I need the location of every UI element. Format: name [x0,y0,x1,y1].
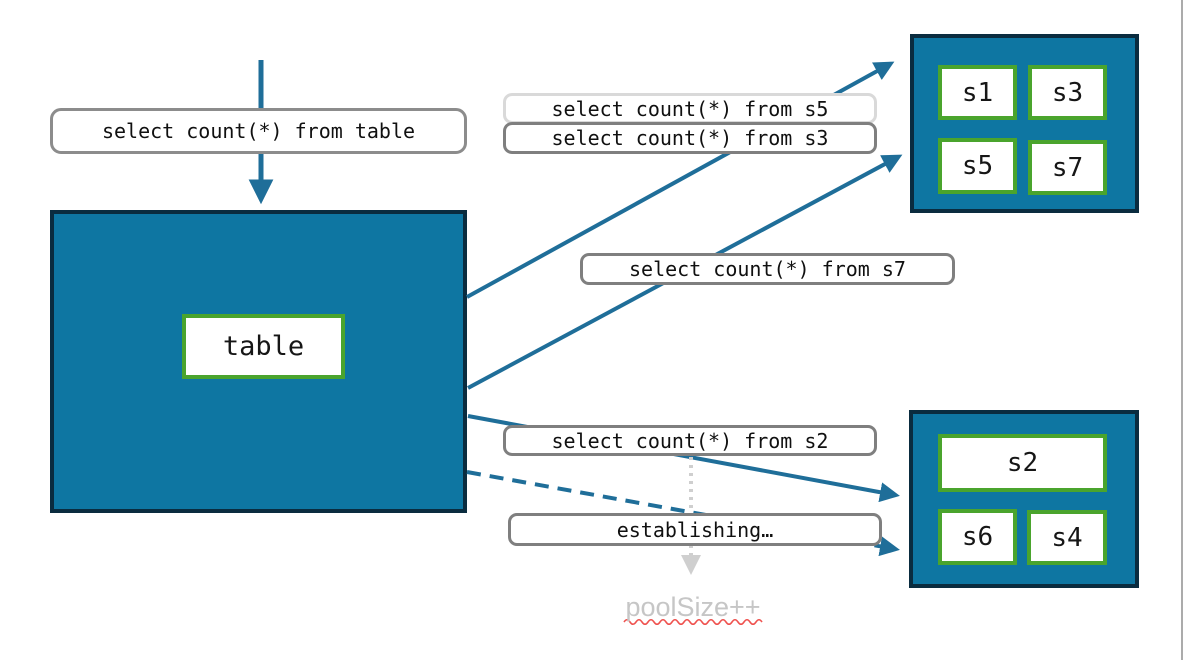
establishing-label-text: establishing… [616,517,774,542]
poolsize-annotation: poolSize++ [618,593,768,621]
query-label-s5: select count(*) from s5 [503,93,877,124]
slide-right-edge [1181,0,1183,660]
shard-s3: s3 [1028,65,1107,120]
connection-pool-top: s1 s3 s5 s7 [910,34,1139,213]
shard-s4: s4 [1027,510,1107,565]
shard-s7: s7 [1028,140,1107,195]
shard-s7-label: s7 [1051,152,1084,183]
shard-s5-label: s5 [961,151,994,181]
shard-s2-label: s2 [1006,448,1039,478]
connection-pool-bottom: s2 s6 s4 [909,410,1139,588]
query-label-s7-text: select count(*) from s7 [629,257,906,281]
query-label-s5-text: select count(*) from s5 [551,96,829,121]
query-label-s3-text: select count(*) from s3 [551,126,829,150]
shard-s6: s6 [938,509,1017,565]
shard-s3-label: s3 [1051,77,1084,108]
query-label-s7: select count(*) from s7 [580,253,955,285]
shard-s1: s1 [938,65,1017,120]
shard-s5: s5 [938,138,1017,194]
shard-s4-label: s4 [1051,522,1083,553]
query-label-table: select count(*) from table [50,108,467,154]
query-label-s3: select count(*) from s3 [503,122,877,154]
query-label-s2-text: select count(*) from s2 [551,428,829,453]
table-node-label: table [182,314,345,379]
query-label-s2: select count(*) from s2 [503,425,877,456]
shard-s6-label: s6 [961,522,994,552]
shard-s1-label: s1 [961,77,994,108]
table-label-text: table [222,331,305,362]
query-label-table-text: select count(*) from table [101,119,416,143]
shard-s2: s2 [938,434,1107,492]
establishing-label: establishing… [508,513,882,546]
poolsize-annotation-text: poolSize++ [625,592,761,622]
table-node: table [50,210,467,513]
